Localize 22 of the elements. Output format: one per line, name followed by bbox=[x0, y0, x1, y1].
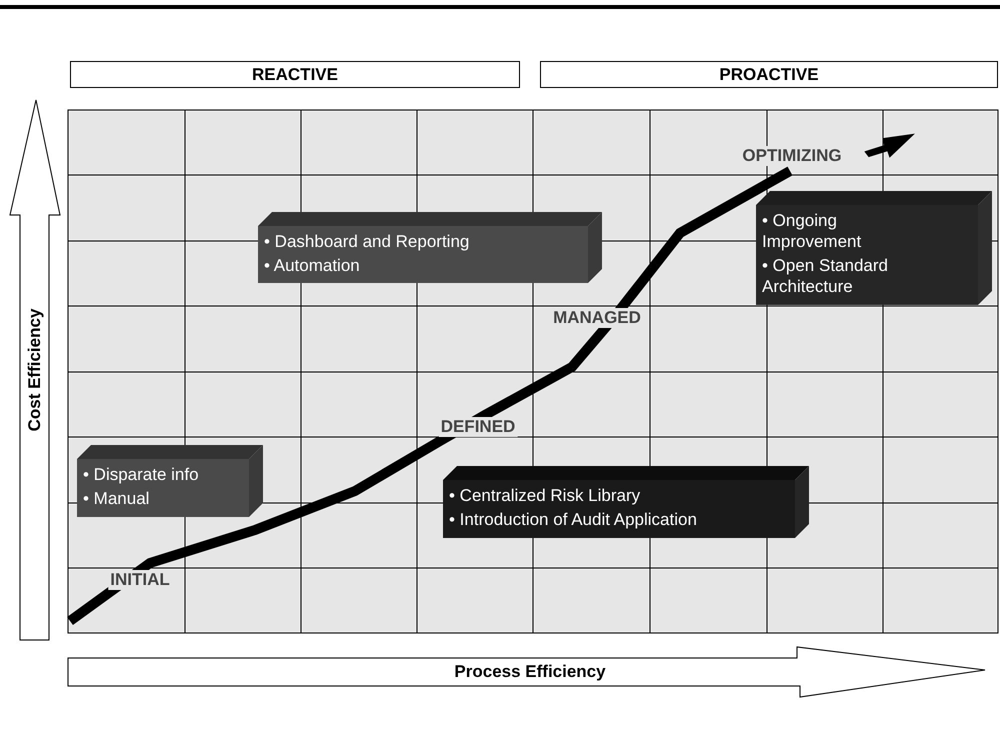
stage-label: INITIAL bbox=[108, 570, 172, 590]
bullet-text: • Disparate info bbox=[83, 464, 200, 485]
block-3d bbox=[756, 191, 992, 305]
stage-label: OPTIMIZING bbox=[740, 146, 844, 166]
bullet-text: • Dashboard and Reporting bbox=[264, 231, 470, 252]
stage-label: MANAGED bbox=[551, 308, 643, 328]
stage-label: DEFINED bbox=[438, 417, 518, 437]
phase-band bbox=[540, 61, 998, 88]
block-3d bbox=[258, 212, 602, 283]
bullet-text: • Centralized Risk Library bbox=[449, 485, 642, 506]
bullet-text: • Introduction of Audit Application bbox=[449, 509, 698, 530]
phase-label: REACTIVE bbox=[252, 64, 338, 84]
bullet-text: • Manual bbox=[83, 488, 150, 509]
block-3d bbox=[77, 445, 263, 517]
axis-label: Cost Efficiency bbox=[25, 308, 45, 432]
bullet-text: • Automation bbox=[264, 255, 361, 276]
axis-label: Process Efficiency bbox=[454, 662, 606, 682]
phase-band bbox=[70, 61, 520, 88]
bullet-text: • Open Standard Architecture bbox=[762, 255, 889, 297]
phase-label: PROACTIVE bbox=[719, 64, 819, 84]
block-3d bbox=[443, 466, 809, 538]
bullet-text: • Ongoing Improvement bbox=[762, 210, 862, 252]
